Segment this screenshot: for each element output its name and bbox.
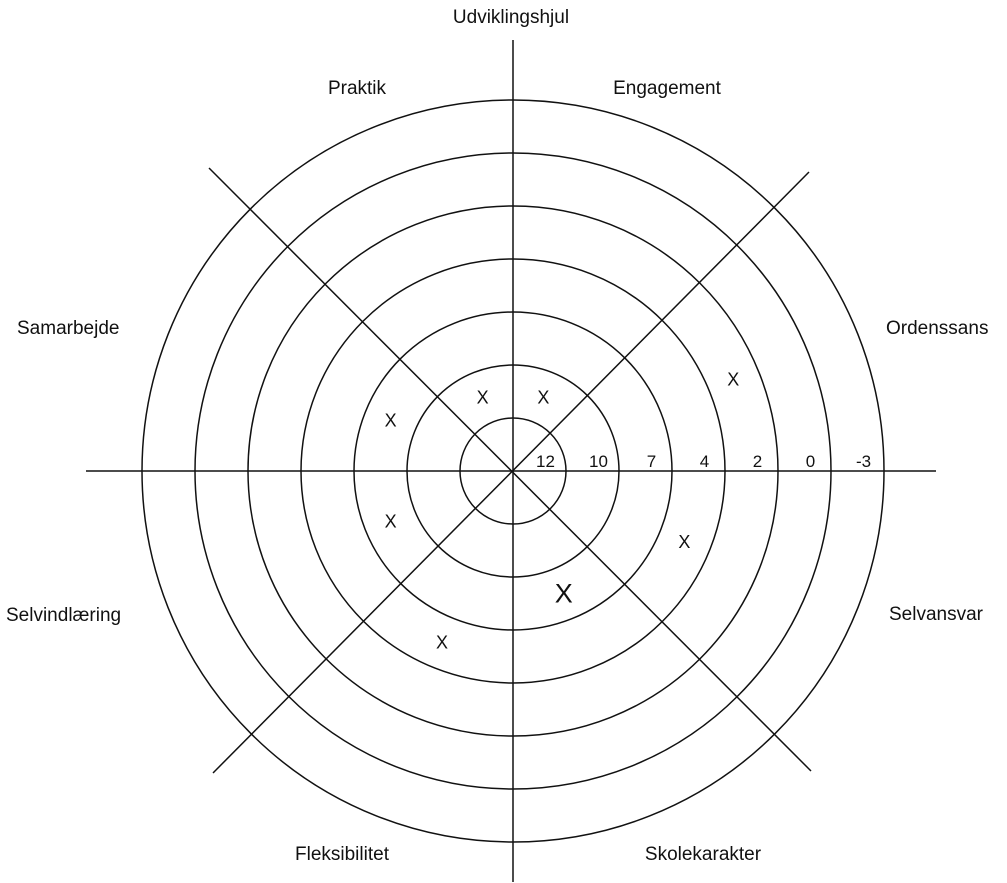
category-label: Engagement (613, 78, 721, 99)
spoke-diagonal-falling (208, 167, 812, 772)
grade-mark: X (727, 370, 739, 390)
grade-marks: X X X X X X X X (385, 370, 740, 653)
grade-mark-highlight: X (555, 578, 573, 608)
category-label: Selvindlæring (6, 605, 121, 626)
wheel-spokes (86, 40, 936, 882)
wheel-title: Udviklingshjul (453, 7, 569, 28)
category-label: Fleksibilitet (295, 844, 390, 865)
scale-label: 4 (700, 452, 709, 471)
grade-scale: 12 10 7 4 2 0 -3 (536, 452, 871, 471)
grade-mark: X (436, 632, 448, 652)
grade-mark: X (537, 388, 549, 408)
category-label: Skolekarakter (645, 844, 762, 865)
grade-mark: X (477, 388, 489, 408)
grade-mark: X (385, 512, 397, 532)
spoke-diagonal-rising (212, 171, 810, 774)
scale-label: 2 (753, 452, 762, 471)
category-label: Selvansvar (889, 604, 984, 625)
category-label: Samarbejde (17, 318, 119, 339)
category-label: Ordenssans (886, 318, 988, 339)
grade-mark: X (385, 410, 397, 430)
scale-label: 0 (806, 452, 815, 471)
scale-label: 12 (536, 452, 555, 471)
category-label: Praktik (328, 78, 387, 99)
scale-label: 7 (647, 452, 656, 471)
scale-label: -3 (856, 452, 871, 471)
category-labels: EngagementOrdenssansSelvansvarSkolekarak… (6, 78, 988, 865)
scale-label: 10 (589, 452, 608, 471)
grade-mark: X (678, 532, 690, 552)
